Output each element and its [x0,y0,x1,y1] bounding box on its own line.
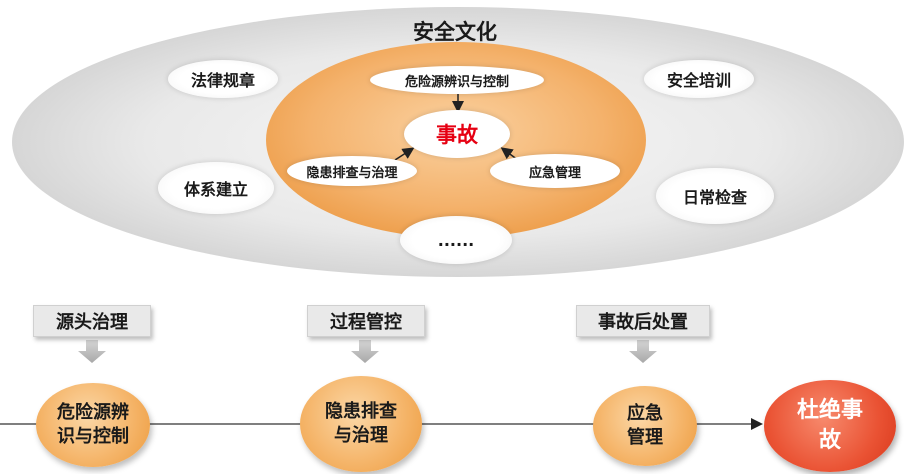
arrow-left [394,147,415,161]
item-laws-label: 法律规章 [190,71,255,90]
stage-2-line2: 与治理 [334,425,388,446]
item-training: 安全培训 [644,60,754,98]
down-arrow-3 [629,340,657,363]
stage-3-line1: 应急 [627,403,663,424]
stage-hidden-danger: 隐患排查 与治理 [300,376,422,472]
more-ellipse: ...... [400,216,512,264]
stage-2-line1: 隐患排查 [325,401,397,422]
stage-1-line2: 识与控制 [57,426,129,447]
inner-emergency: 应急管理 [490,154,620,188]
header-source-control: 源头治理 [33,305,151,337]
culture-title: 安全文化 [413,20,497,44]
item-daily-check-label: 日常检查 [682,188,747,207]
goal-line1: 杜绝事 [796,398,863,423]
stage-hazard-identification: 危险源辨 识与控制 [36,383,150,467]
inner-hazard-label: 危险源辨识与控制 [404,74,509,90]
more-label: ...... [437,230,475,250]
item-training-label: 安全培训 [666,71,731,90]
inner-hidden-danger: 隐患排查与治理 [287,156,417,186]
stage-3-line2: 管理 [627,427,663,448]
inner-hidden-danger-label: 隐患排查与治理 [306,165,398,181]
item-daily-check: 日常检查 [656,168,774,224]
down-arrow-2 [351,340,379,363]
header-post-accident-label: 事故后处置 [598,312,688,333]
header-process-control: 过程管控 [307,305,425,337]
inner-hazard: 危险源辨识与控制 [370,66,544,94]
item-laws: 法律规章 [168,60,278,98]
stage-1-line1: 危险源辨 [57,402,129,423]
header-process-control-label: 过程管控 [330,312,402,333]
header-source-control-label: 源头治理 [56,312,128,333]
header-post-accident: 事故后处置 [576,305,710,337]
center-accident: 事故 [404,110,510,158]
stage-emergency: 应急 管理 [593,386,697,466]
down-arrow-1 [78,340,106,363]
item-system-label: 体系建立 [183,180,248,199]
center-accident-label: 事故 [436,123,478,147]
goal-line2: 故 [818,428,841,453]
inner-emergency-label: 应急管理 [528,165,581,181]
item-system: 体系建立 [158,162,274,214]
goal-eliminate-accidents: 杜绝事 故 [764,380,896,472]
